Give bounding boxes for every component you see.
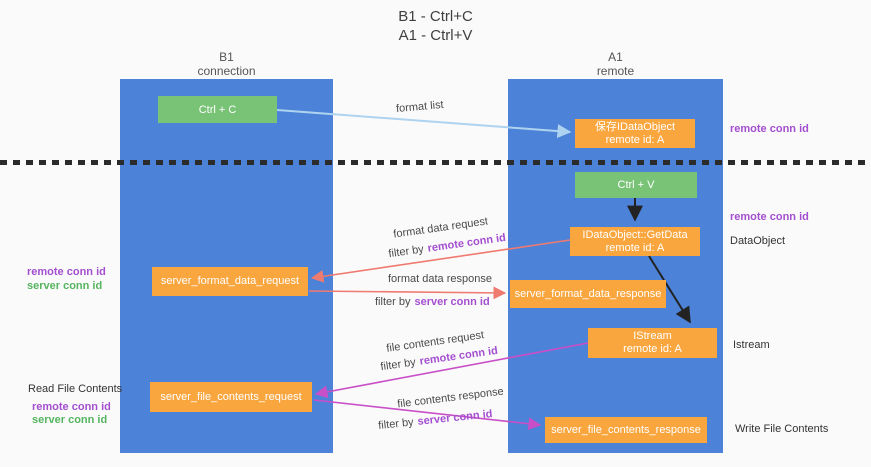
lane-a1-name: A1: [608, 50, 623, 64]
lane-a1-role: remote: [596, 64, 635, 78]
dashed-separator: [0, 160, 871, 165]
side-label-write-file-contents: Write File Contents: [735, 423, 829, 435]
remote-conn-id-text: remote conn id: [426, 231, 507, 255]
edge-label-format-list: format list: [396, 99, 445, 115]
side-label-server-conn-id-left-2: server conn id: [32, 414, 108, 426]
side-label-remote-conn-id-left-2: remote conn id: [32, 401, 111, 413]
arrow-format-data-response: [308, 286, 507, 300]
node-server-format-data-response: server_format_data_response: [510, 280, 666, 308]
server-conn-id-text: server conn id: [414, 296, 490, 308]
node-istream-line2: remote id: A: [623, 343, 682, 355]
server-conn-id-text: server conn id: [416, 408, 493, 428]
side-label-server-conn-id-left-1: server conn id: [27, 280, 103, 292]
node-ctrl-c: Ctrl + C: [158, 96, 277, 123]
node-istream-line1: IStream: [633, 330, 672, 342]
title-line-1: B1 - Ctrl+C: [398, 8, 473, 25]
lane-header-b1: B1 connection: [120, 50, 333, 78]
side-label-read-file-contents: Read File Contents: [28, 383, 123, 395]
node-save-dataobject-line2: remote id: A: [605, 133, 665, 146]
format-list-text: format list: [395, 98, 445, 116]
side-label-remote-conn-id-left-1: remote conn id: [27, 266, 106, 278]
node-save-dataobject: 保存IDataObject remote id: A: [575, 119, 695, 148]
diagram-title: B1 - Ctrl+C A1 - Ctrl+V: [0, 7, 871, 45]
node-file-request-label: server_file_contents_request: [160, 390, 302, 403]
side-label-remote-conn-id-mid-right: remote conn id: [730, 211, 809, 223]
node-file-response-label: server_file_contents_response: [551, 423, 701, 436]
lane-header-a1: A1 remote: [508, 50, 723, 78]
node-getdata-line1: IDataObject::GetData: [582, 228, 688, 241]
side-label-dataobject: DataObject: [730, 235, 786, 247]
node-ctrl-v: Ctrl + V: [575, 172, 697, 198]
node-server-file-contents-request: server_file_contents_request: [150, 382, 312, 412]
file-contents-response-text: file contents response: [396, 385, 505, 411]
edge-label-format-data-response: format data response: [388, 273, 492, 285]
node-idataobject-getdata: IDataObject::GetData remote id: A: [570, 227, 700, 256]
edge-label-file-contents-response: file contents response: [397, 386, 505, 411]
lane-b1-name: B1: [219, 50, 234, 64]
title-line-2: A1 - Ctrl+V: [398, 27, 473, 44]
filter-by-text: filter by: [375, 296, 411, 308]
node-format-request-label: server_format_data_request: [160, 275, 300, 287]
filter-by-text: filter by: [377, 416, 415, 432]
node-server-format-data-request: server_format_data_request: [152, 267, 308, 296]
node-getdata-line2: remote id: A: [605, 241, 665, 254]
node-server-file-contents-response: server_file_contents_response: [545, 417, 707, 443]
filter-by-text: filter by: [379, 356, 417, 374]
node-save-dataobject-line1: 保存IDataObject: [594, 120, 676, 133]
node-ctrl-v-label: Ctrl + V: [617, 179, 655, 191]
lane-b1-role: connection: [197, 64, 256, 78]
node-ctrl-c-label: Ctrl + C: [198, 103, 237, 116]
filter-by-text: filter by: [387, 243, 425, 261]
node-format-response-label: server_format_data_response: [514, 287, 662, 300]
node-istream: IStream remote id: A: [588, 328, 717, 358]
format-data-response-text: format data response: [388, 273, 492, 285]
side-label-remote-conn-id-top-right: remote conn id: [730, 123, 809, 135]
side-label-istream: Istream: [733, 339, 770, 351]
